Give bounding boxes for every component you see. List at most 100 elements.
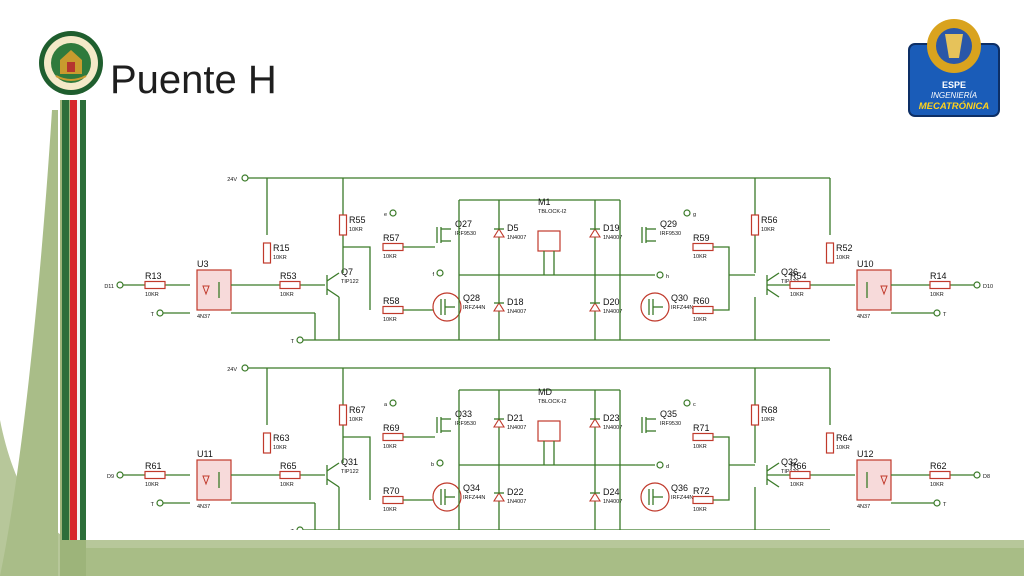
top-bridge-opto-right-led <box>880 285 888 296</box>
top-bridge-q-drv-left-ref: Q7 <box>341 267 353 277</box>
bottom-bridge-r-up-left-value: 10KR <box>349 417 363 423</box>
bottom-bridge-r-g3-resistor <box>692 432 714 442</box>
top-bridge-opto-left-part: 4N37 <box>197 314 210 320</box>
logo-line2: INGENIERÍA <box>931 91 977 100</box>
bottom-bridge-ground-right-terminal <box>933 499 941 507</box>
bottom-bridge-d3-part: 1N4007 <box>603 425 622 431</box>
top-bridge-r-g1-ref: R57 <box>383 233 400 243</box>
top-bridge-d2-part: 1N4007 <box>507 309 526 315</box>
bottom-bridge-q-p-left-ref: Q33 <box>455 409 472 419</box>
bottom-bridge-ground-left-label: T <box>151 502 155 508</box>
top-bridge-net-a-label: e <box>384 212 387 218</box>
top-bridge-q-p-right-part: IRF9530 <box>660 231 681 237</box>
top-bridge-r-g1-value: 10KR <box>383 254 397 260</box>
top-bridge-r-up-right-value: 10KR <box>761 227 775 233</box>
top-bridge-d4-diode <box>589 301 601 312</box>
bottom-bridge-r-v-right-resistor <box>825 432 835 454</box>
bottom-bridge-q-drv-left-part: TIP122 <box>341 469 359 475</box>
top-bridge-gate-right-bus <box>713 246 730 311</box>
top-bridge-r-g3-value: 10KR <box>693 254 707 260</box>
top-bridge-d3-part: 1N4007 <box>603 235 622 241</box>
university-seal-logo <box>39 31 103 95</box>
bottom-bridge-input-right-label: D8 <box>983 474 990 480</box>
top-bridge-q-n-left-part: IRFZ44N <box>463 305 485 311</box>
top-bridge-r-v-left-resistor <box>262 242 272 264</box>
bottom-bridge-gate-left-bus <box>343 436 371 500</box>
top-bridge-r-base-left-resistor <box>279 280 301 290</box>
bottom-bridge-motor-block <box>537 420 561 442</box>
stripe-red <box>70 100 77 540</box>
bottom-bridge-opto-left-ref: U11 <box>197 449 213 459</box>
top-bridge-r-up-left-ref: R55 <box>349 215 366 225</box>
top-bridge-motor-ref: M1 <box>538 197 551 207</box>
top-bridge-opto-left-ic <box>196 269 232 311</box>
bottom-bridge-q-n-right-part: IRFZ44N <box>671 495 693 501</box>
top-bridge-r-up-left-resistor <box>338 214 348 236</box>
top-bridge-r-g3-resistor <box>692 242 714 252</box>
top-bridge-r-g4-ref: R60 <box>693 296 710 306</box>
top-bridge-r-up-left-value: 10KR <box>349 227 363 233</box>
top-bridge-opto-right-part: 4N37 <box>857 314 870 320</box>
top-bridge-ground-left-label: T <box>151 312 155 318</box>
top-bridge-r-g2-resistor <box>382 305 404 315</box>
top-bridge-q-drv-right-emitter <box>766 288 780 298</box>
bottom-bridge-r-up-right-resistor <box>750 404 760 426</box>
top-bridge-input-left-label: D11 <box>104 284 114 290</box>
top-bridge-r-g1-resistor <box>382 242 404 252</box>
top-bridge-net-c-label: g <box>693 212 696 218</box>
mechatronics-logo: ESPE INGENIERÍA MECATRÓNICA <box>908 19 1000 117</box>
logo-line1: ESPE <box>942 80 966 90</box>
top-bridge-r-v-left-ref: R15 <box>273 243 290 253</box>
top-bridge-net-c-terminal <box>683 209 691 217</box>
bottom-bridge-r-in-left-resistor <box>144 470 166 480</box>
bottom-bridge-d4-ref: D24 <box>603 487 620 497</box>
top-bridge-d4-part: 1N4007 <box>603 309 622 315</box>
bottom-bridge-d4-part: 1N4007 <box>603 499 622 505</box>
top-bridge-motor-part: TBLOCK-I2 <box>538 209 566 215</box>
top-bridge-r-in-right-ref: R14 <box>930 271 947 281</box>
bottom-bridge-net-a-terminal <box>389 399 397 407</box>
bottom-bridge-q-p-right-ref: Q35 <box>660 409 677 419</box>
top-bridge-r-in-right-value: 10KR <box>930 292 944 298</box>
bottom-bridge-q-drv-left-collector <box>326 462 340 472</box>
top-bridge-r-base-left-ref: R53 <box>280 271 297 281</box>
bottom-bridge-input-left-terminal <box>116 471 124 479</box>
top-bridge-q-n-right-ref: Q30 <box>671 293 688 303</box>
bottom-bridge-net-d-label: d <box>666 464 669 470</box>
top-bridge-d2-diode <box>493 301 505 312</box>
bottom-bridge-d2-ref: D22 <box>507 487 524 497</box>
bottom-bridge-net-c-terminal <box>683 399 691 407</box>
bottom-bridge-r-g2-resistor <box>382 495 404 505</box>
top-bridge-opto-left-led <box>202 285 210 296</box>
top-bridge-r-up-right-ref: R56 <box>761 215 778 225</box>
top-bridge-q-drv-right-ref: Q26 <box>781 267 798 277</box>
bottom-bridge-r-g4-ref: R72 <box>693 486 710 496</box>
bottom-bridge-r-up-left-ref: R67 <box>349 405 366 415</box>
bottom-bridge-opto-right-led <box>880 475 888 486</box>
top-bridge-d2-ref: D18 <box>507 297 524 307</box>
top-bridge-q-drv-left-emitter <box>326 288 340 298</box>
bottom-bridge-r-g3-value: 10KR <box>693 444 707 450</box>
bottom-bridge-motor-part: TBLOCK-I2 <box>538 399 566 405</box>
bottom-bridge-q-n-left-part: IRFZ44N <box>463 495 485 501</box>
top-bridge-r-v-left-value: 10KR <box>273 255 287 261</box>
bottom-bridge-q-n-left-ref: Q34 <box>463 483 480 493</box>
bottom-bridge-r-up-right-ref: R68 <box>761 405 778 415</box>
bottom-bridge-net-b-terminal <box>436 459 444 467</box>
bottom-bridge-opto-left-led <box>202 475 210 486</box>
bottom-bridge-r-up-left-resistor <box>338 404 348 426</box>
bottom-bridge-supply-terminal <box>241 364 249 372</box>
bottom-bridge-r-base-left-value: 10KR <box>280 482 294 488</box>
bottom-bridge-r-in-right-value: 10KR <box>930 482 944 488</box>
top-bridge-r-g4-resistor <box>692 305 714 315</box>
bottom-bridge-r-in-left-value: 10KR <box>145 482 159 488</box>
top-bridge-input-left-terminal <box>116 281 124 289</box>
bottom-bridge-d4-diode <box>589 491 601 502</box>
top-bridge-net-d-terminal <box>656 271 664 279</box>
bottom-bridge-gate-right-bus <box>713 436 730 501</box>
bottom-bridge-r-in-right-resistor <box>929 470 951 480</box>
bottom-bridge-r-g1-resistor <box>382 432 404 442</box>
bottom-bridge-ground-right-label: T <box>943 502 947 508</box>
top-bridge-supply-label: 24V <box>227 177 237 183</box>
top-bridge-net-d-label: h <box>666 274 669 280</box>
